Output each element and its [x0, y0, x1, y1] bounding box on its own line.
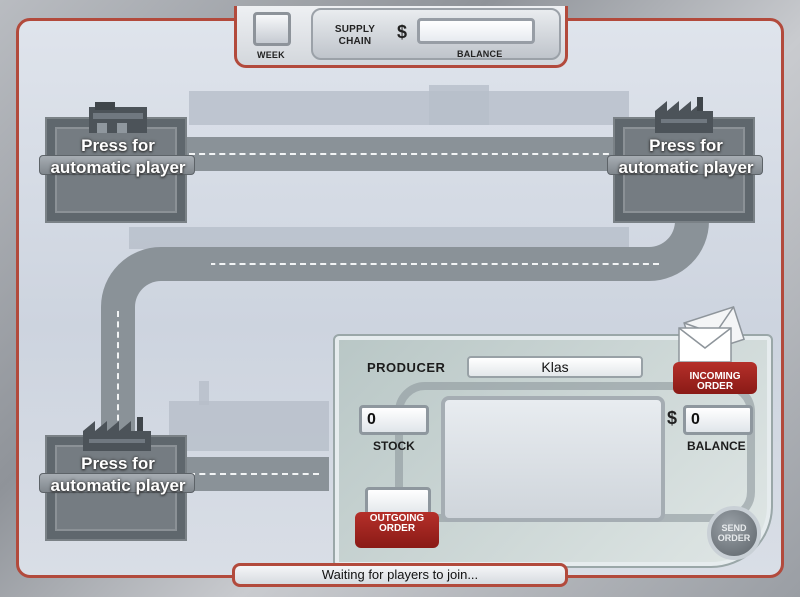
warehouse-icon	[655, 97, 713, 133]
supply-chain-balance-field	[417, 18, 535, 44]
week-display	[253, 12, 291, 46]
producer-panel: PRODUCER Klas INCOMING ORDER 0 STOCK $ 0…	[333, 305, 773, 568]
station-bottom-left: Press for automatic player	[39, 417, 195, 541]
shop-building-icon	[89, 102, 147, 133]
status-message: Waiting for players to join...	[232, 563, 568, 587]
header-panel: WEEK SUPPLY CHAIN $ BALANCE	[234, 6, 568, 68]
auto-player-button-bottom-left[interactable]: Press for automatic player	[50, 454, 186, 495]
producer-currency-symbol: $	[667, 408, 678, 428]
supply-chain-balance-label: BALANCE	[457, 49, 503, 59]
stock-field: 0	[359, 405, 429, 435]
road-left-dashes	[117, 311, 119, 431]
supply-chain-label: SUPPLY CHAIN	[334, 24, 376, 47]
station-bottom-left-bar	[39, 473, 195, 493]
skyline-top	[189, 91, 629, 125]
week-label: WEEK	[257, 50, 285, 60]
auto-player-button-top-right[interactable]: Press for automatic player	[618, 136, 754, 177]
supply-chain-panel: SUPPLY CHAIN $ BALANCE	[311, 8, 561, 60]
producer-balance-label: BALANCE	[687, 439, 746, 453]
road-top-dashes	[189, 153, 619, 155]
station-top-right-bar	[607, 155, 763, 175]
station-top-left: Press for automatic player	[39, 102, 195, 223]
outgoing-order-tag: OUTGOING ORDER	[355, 512, 439, 548]
player-name-field: Klas	[467, 356, 643, 378]
incoming-order-tag: INCOMING ORDER	[673, 362, 757, 394]
road-bottom-dashes	[189, 473, 319, 475]
supply-chain-currency-symbol: $	[397, 22, 408, 42]
envelope-icon	[678, 305, 745, 363]
factory-icon	[83, 417, 151, 451]
stock-label: STOCK	[373, 439, 415, 453]
skyline-middle	[129, 227, 629, 249]
send-order-button[interactable]: SEND ORDER	[707, 506, 761, 560]
producer-title: PRODUCER	[367, 360, 446, 375]
skyline-top-tall	[429, 85, 489, 125]
auto-player-button-top-left[interactable]: Press for automatic player	[50, 136, 186, 177]
station-top-left-bar	[39, 155, 195, 175]
station-top-right: Press for automatic player	[607, 97, 763, 223]
center-display	[441, 396, 665, 522]
game-board: Press for automatic player Press for aut…	[16, 18, 784, 578]
producer-balance-field: 0	[683, 405, 753, 435]
road-middle-dashes	[179, 263, 659, 265]
